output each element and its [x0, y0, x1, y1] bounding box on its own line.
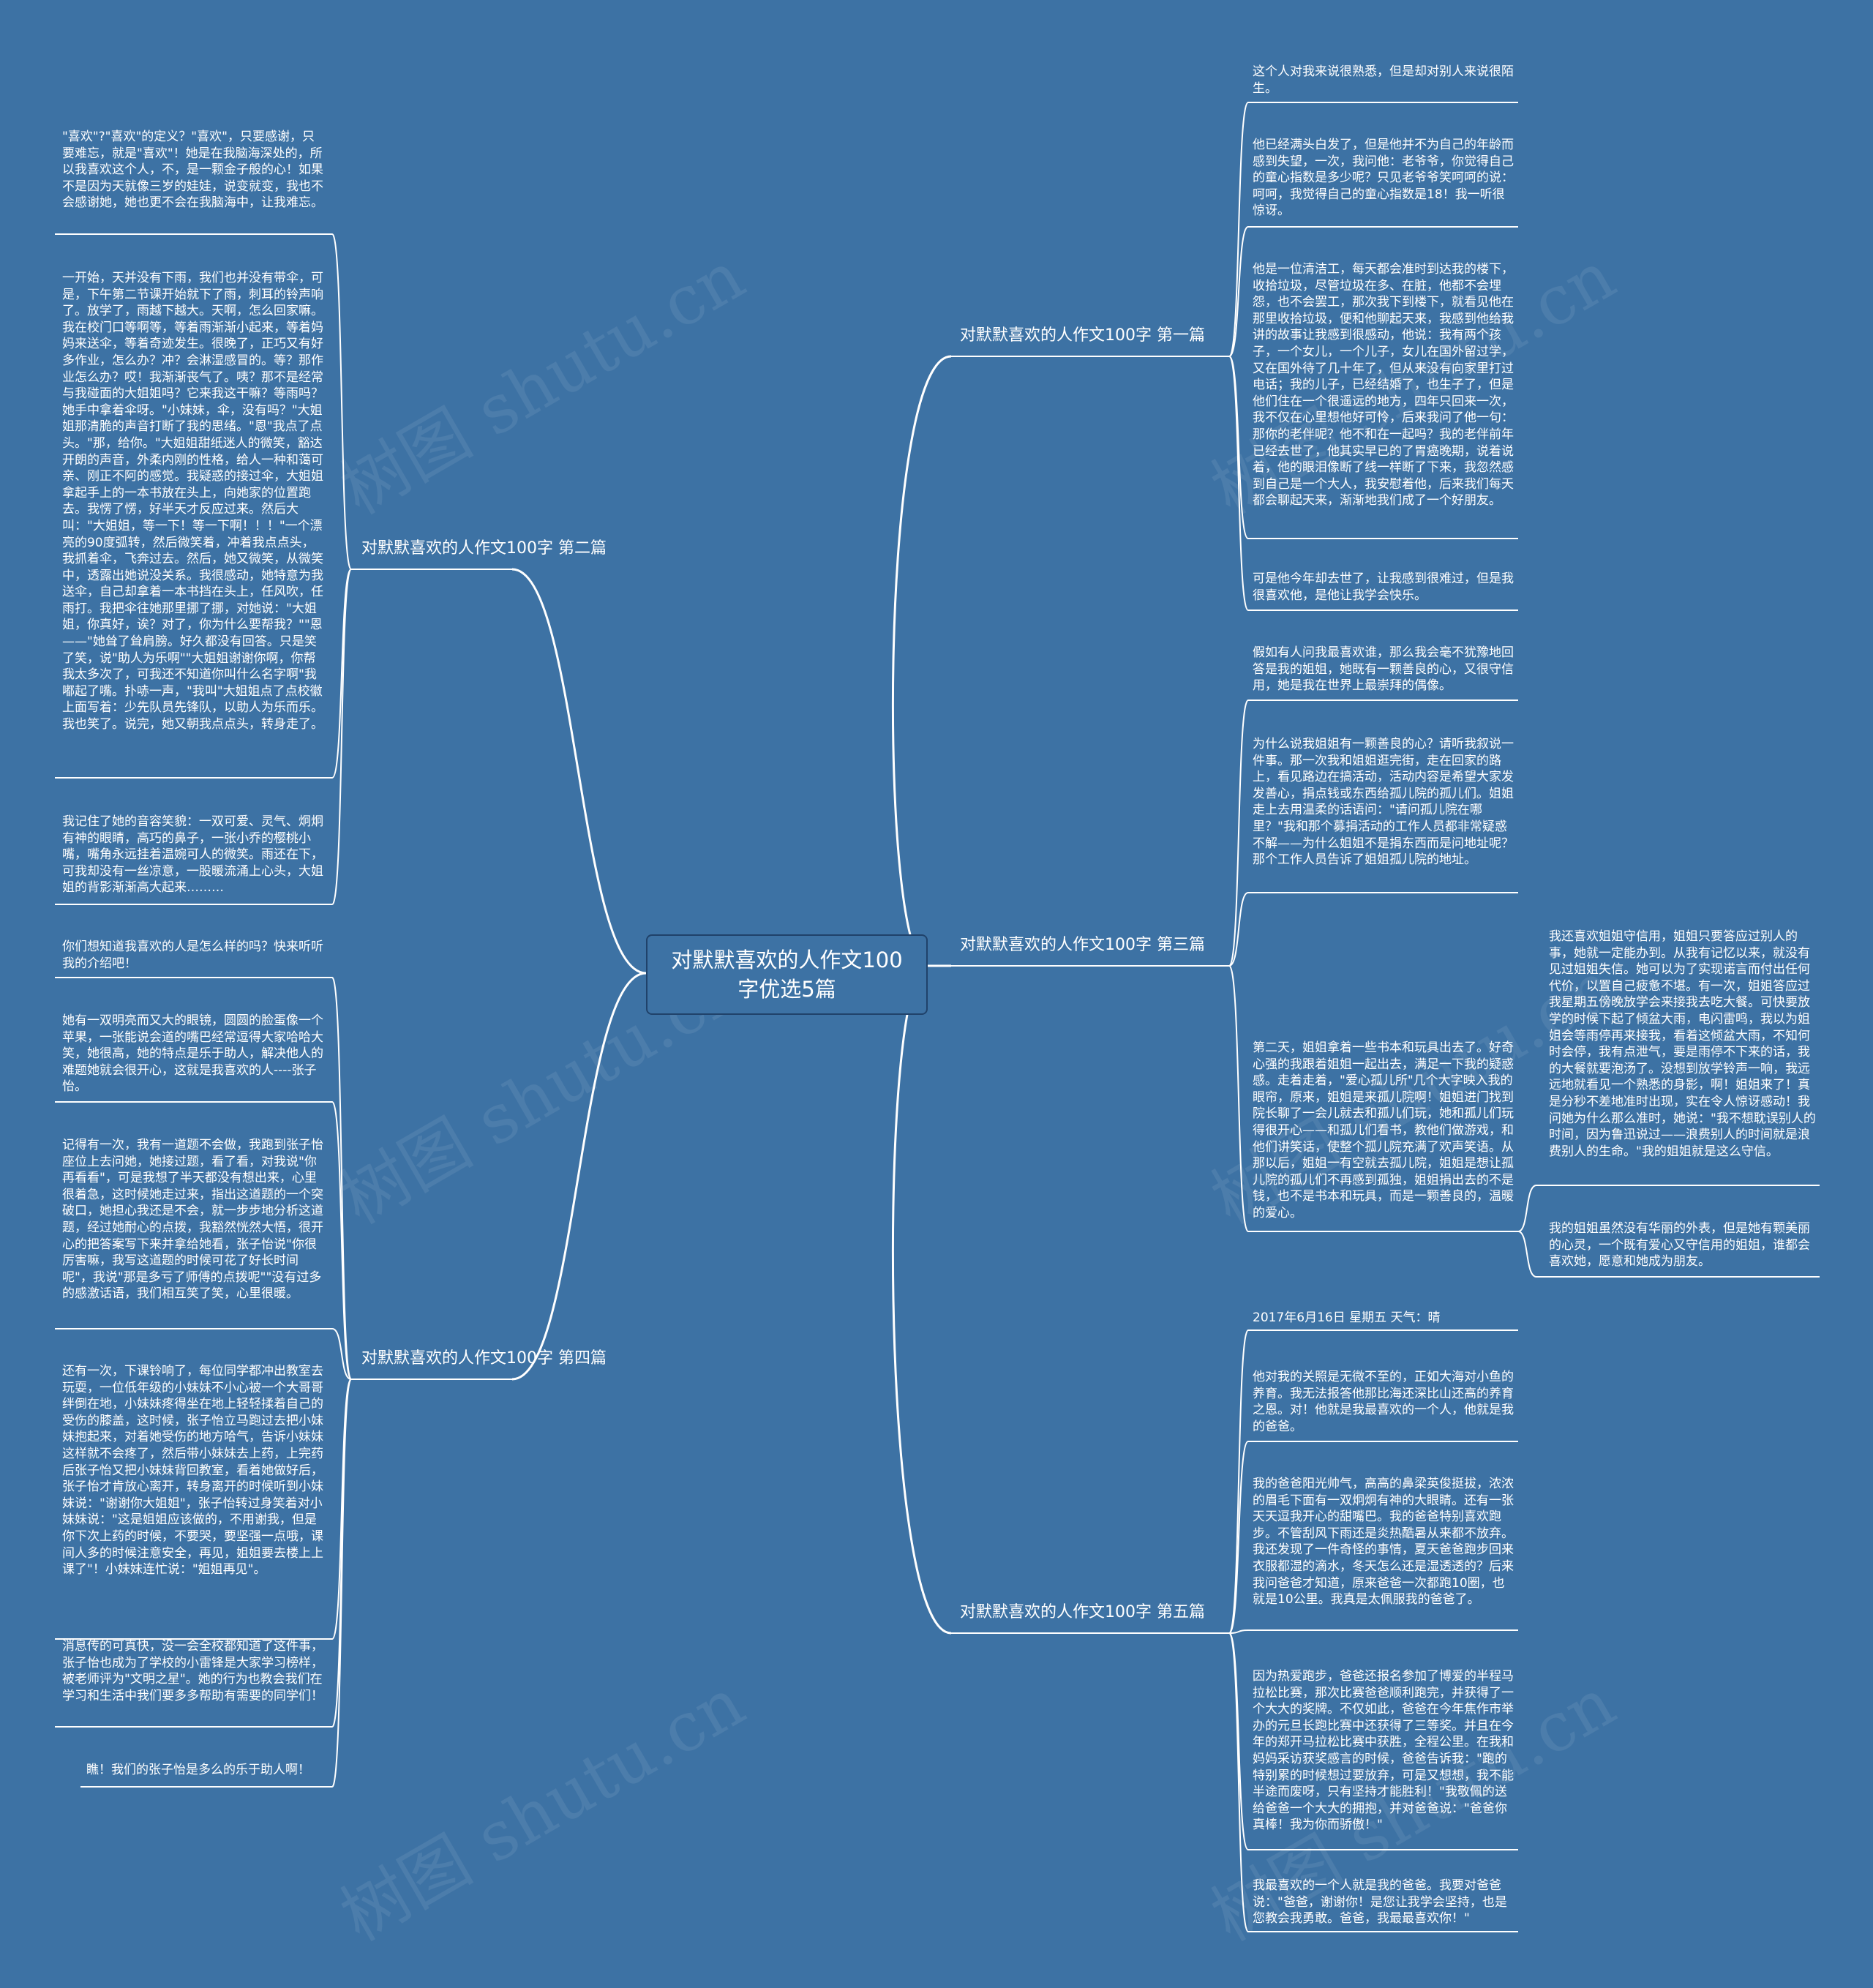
leaf-connector — [80, 1379, 352, 1788]
leaf-b4-6[interactable]: 瞧！我们的张子怡是多么的乐于助人啊！ — [86, 1763, 310, 1777]
leaf-b4-5[interactable]: 消息传的可真快，没一会全校都知道了这件事，张子怡也成为了学校的小雷锋是大家学习榜… — [62, 1639, 323, 1703]
leaf-b4-2[interactable]: 她有一双明亮而又大的眼镜，圆圆的脸蛋像一个苹果，一张能说会道的嘴巴经常逗得大家哈… — [62, 1013, 323, 1095]
connector-b1 — [891, 355, 952, 967]
branch-1[interactable]: 对默默喜欢的人作文100字 第一篇 — [960, 326, 1205, 345]
leaf-b1-1[interactable]: 这个人对我来说很熟悉，但是却对别人来说很陌生。 — [1253, 64, 1514, 96]
branch-5[interactable]: 对默默喜欢的人作文100字 第五篇 — [960, 1603, 1205, 1621]
connector-b5 — [891, 964, 952, 1635]
connector-b4 — [511, 972, 647, 1381]
leaf-b5-3[interactable]: 我的爸爸阳光帅气，高高的鼻梁英俊挺拔，浓浓的眉毛下面有一双炯炯有神的大眼睛。还有… — [1253, 1477, 1514, 1608]
branch-2[interactable]: 对默默喜欢的人作文100字 第二篇 — [361, 539, 607, 558]
leaf-connector — [1228, 1329, 1518, 1634]
leaf-b5-1[interactable]: 2017年6月16日 星期五 天气：晴 — [1253, 1310, 1441, 1325]
leaf-connector — [55, 977, 352, 1380]
branch-4[interactable]: 对默默喜欢的人作文100字 第四篇 — [361, 1349, 607, 1368]
leaf-connector — [1228, 1441, 1518, 1634]
leaf-connector — [1517, 1231, 1820, 1278]
leaf-connector — [1228, 102, 1518, 357]
leaf-b2-2[interactable]: 一开始，天并没有下雨，我们也并没有带伞，可是，下午第二节课开始就下了雨，刺耳的铃… — [62, 271, 323, 732]
leaf-connector — [1228, 699, 1518, 967]
leaf-b5-5[interactable]: 我最喜欢的一个人就是我的爸爸。我要对爸爸说："爸爸，谢谢你！是您让我学会坚持，也… — [1253, 1878, 1507, 1927]
leaf-b3-sub-1[interactable]: 我还喜欢姐姐守信用，姐姐只要答应过别人的事，她就一定能办到。从我有记忆以来，就没… — [1549, 929, 1816, 1159]
leaf-b5-4[interactable]: 因为热爱跑步，爸爸还报名参加了博爱的半程马拉松比赛，那次比赛爸爸顺利跑完，并获得… — [1253, 1669, 1514, 1833]
leaf-connector — [1228, 1632, 1518, 1932]
leaf-b3-sub-2[interactable]: 我的姐姐虽然没有华丽的外表，但是她有颗美丽的心灵，一个既有爱心又守信用的姐姐，谁… — [1549, 1221, 1810, 1269]
leaf-b4-1[interactable]: 你们想知道我喜欢的人是怎么样的吗？快来听听我的介绍吧！ — [62, 939, 323, 971]
leaf-b3-2[interactable]: 为什么说我姐姐有一颗善良的心？请听我叙说一件事。那一次我和姐姐逛完街，走在回家的… — [1253, 737, 1514, 868]
leaf-connector — [1228, 226, 1518, 357]
branch-3[interactable]: 对默默喜欢的人作文100字 第三篇 — [960, 936, 1205, 954]
leaf-connector — [55, 569, 352, 779]
central-topic-text: 对默默喜欢的人作文100字优选5篇 — [671, 948, 903, 1002]
leaf-b4-3[interactable]: 记得有一次，我有一道题不会做，我跑到张子怡座位上去问她，她接过题，看了看，对我说… — [62, 1138, 323, 1302]
leaf-b2-1[interactable]: "喜欢"?"喜欢"的定义？"喜欢"，只要感谢，只要难忘，就是"喜欢"！她是在我脑… — [62, 130, 323, 211]
leaf-connector — [1228, 1629, 1518, 1634]
leaf-b1-3[interactable]: 他是一位清洁工，每天都会准时到达我的楼下，收拾垃圾，尽管垃圾在多、在脏，他都不会… — [1253, 262, 1514, 509]
leaf-connector — [55, 1328, 352, 1380]
leaf-connector — [55, 233, 352, 570]
leaf-connector — [1228, 356, 1518, 611]
leaf-connector — [55, 569, 352, 905]
leaf-b1-4[interactable]: 可是他今年却去世了，让我感到很难过，但是我很喜欢他，是他让我学会快乐。 — [1253, 571, 1514, 603]
leaf-b4-4[interactable]: 还有一次，下课铃响了，每位同学都冲出教室去玩耍，一位低年级的小妹妹不小心被一个大… — [62, 1364, 323, 1578]
leaf-b2-3[interactable]: 我记住了她的音容笑貌：一双可爱、灵气、炯炯有神的眼睛，高巧的鼻子，一张小乔的樱桃… — [62, 814, 323, 896]
leaf-b5-2[interactable]: 他对我的关照是无微不至的，正如大海对小鱼的养育。我无法报答他那比海还深比山还高的… — [1253, 1370, 1514, 1434]
leaf-connector — [1228, 965, 1518, 1232]
leaf-connector — [1228, 892, 1518, 967]
leaf-b3-3[interactable]: 第二天，姐姐拿着一些书本和玩具出去了。好奇心强的我跟着姐姐一起出去，满足一下我的… — [1253, 1040, 1514, 1220]
leaf-connector — [55, 1101, 352, 1380]
central-topic[interactable]: 对默默喜欢的人作文100字优选5篇 — [646, 934, 928, 1015]
connector-b2 — [511, 568, 647, 975]
leaf-b3-1[interactable]: 假如有人问我最喜欢谁，那么我会毫不犹豫地回答是我的姐姐，她既有一颗善良的心，又很… — [1253, 645, 1514, 694]
leaf-connector — [1517, 1185, 1820, 1232]
leaf-b1-2[interactable]: 他已经满头白发了，但是他并不为自己的年龄而感到失望，一次，我问他：老爷爷，你觉得… — [1253, 138, 1514, 219]
